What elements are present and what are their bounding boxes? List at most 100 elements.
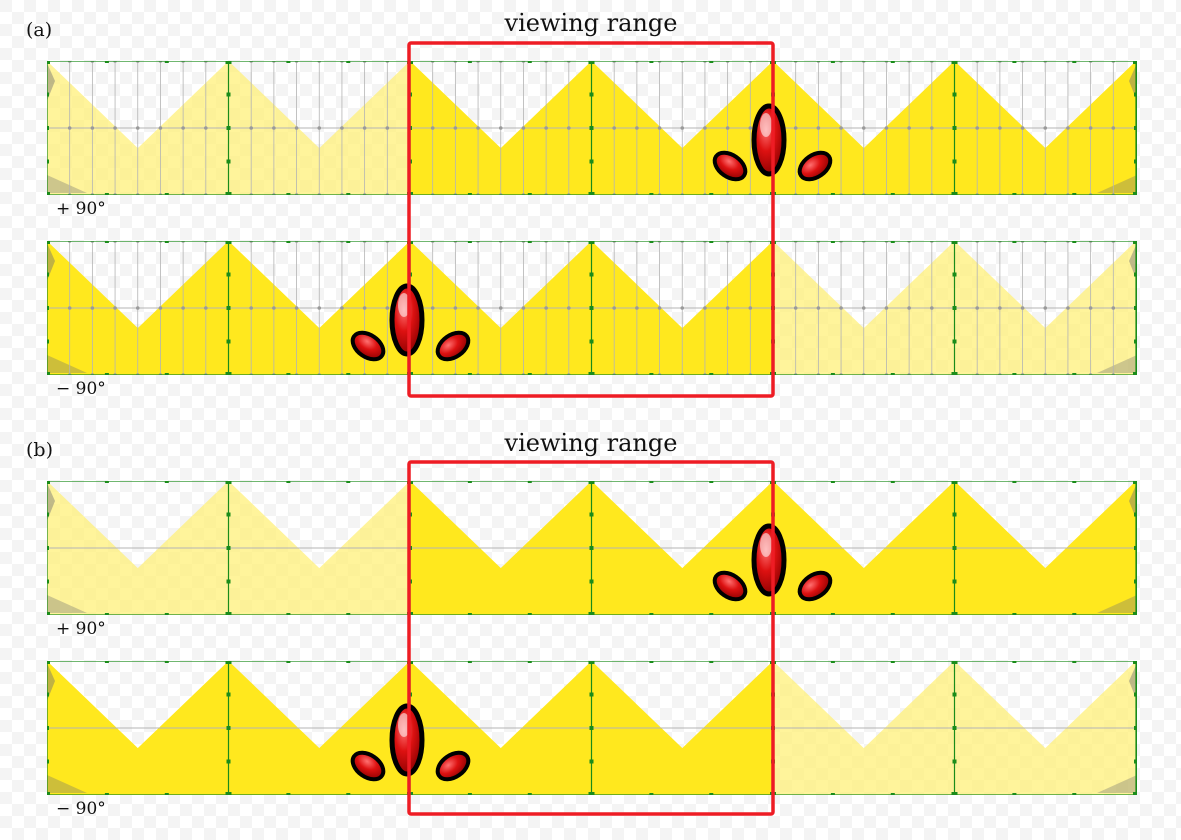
frame-node — [1135, 759, 1137, 764]
frame-node — [890, 661, 895, 663]
frame-node — [104, 241, 109, 243]
viewing-range-label: viewing range — [504, 429, 678, 457]
frame-node — [1134, 192, 1137, 195]
grid-node — [884, 126, 889, 130]
grid-node — [907, 126, 911, 130]
frame-node — [164, 481, 169, 483]
grid-node — [113, 306, 117, 310]
grid-node — [793, 126, 798, 130]
grid-node — [544, 306, 548, 310]
edge-shade — [47, 775, 87, 793]
frame-node — [588, 661, 595, 664]
grid-node — [453, 126, 458, 130]
frame-node — [890, 61, 895, 63]
panel-b: (b) viewing range + 90° − 90° — [26, 429, 1137, 819]
frame-node — [286, 481, 291, 483]
frame-node — [1135, 546, 1137, 550]
grid-node — [1111, 126, 1116, 130]
grid-node — [1043, 306, 1048, 310]
grid-node — [340, 126, 344, 130]
frame-node — [951, 481, 958, 484]
edge-shade — [47, 243, 55, 281]
frame-node — [286, 793, 291, 795]
frame-node — [164, 793, 169, 795]
frame-node — [47, 792, 50, 795]
viewing-range-label: viewing range — [504, 9, 678, 37]
grid-node — [567, 126, 571, 130]
droplet-small-right — [435, 750, 471, 782]
grid-node — [544, 126, 548, 130]
frame-node — [467, 193, 472, 195]
frame-node — [226, 339, 231, 344]
frame-node — [164, 193, 169, 195]
grid-node — [1088, 306, 1093, 310]
grid-node — [385, 306, 390, 310]
grid-node — [340, 306, 344, 310]
grid-node — [612, 126, 616, 130]
frame-node — [952, 159, 957, 164]
frame-node — [47, 692, 49, 697]
grid-node — [839, 126, 843, 130]
frame-node — [47, 192, 50, 195]
grid-node — [249, 126, 253, 130]
edge-shade — [1129, 483, 1137, 521]
frame-node — [649, 61, 654, 63]
grid-node — [113, 126, 117, 130]
frame-node — [1072, 373, 1077, 375]
frame-node — [1012, 193, 1017, 195]
grid-node — [1043, 126, 1048, 130]
frame-node — [527, 241, 532, 243]
frame-node — [951, 241, 958, 244]
grid-node — [521, 306, 526, 310]
grid-node — [816, 126, 821, 130]
grid-node — [294, 306, 299, 310]
frame-node — [588, 61, 595, 64]
grid-node — [1020, 306, 1025, 310]
frame-node — [1135, 726, 1137, 730]
frame-node — [225, 792, 232, 795]
grid-node — [1088, 126, 1093, 130]
edge-shade — [47, 483, 55, 521]
frame-node — [952, 126, 957, 130]
grid-node — [703, 306, 707, 310]
frame-node — [1072, 241, 1077, 243]
frame-node — [588, 372, 595, 375]
grid-node — [158, 306, 163, 310]
grid-node — [181, 306, 185, 310]
frame-node — [952, 272, 957, 277]
frame-node — [47, 159, 49, 164]
frame-node — [286, 241, 291, 243]
grid-node — [158, 126, 163, 130]
frame-node — [1012, 661, 1017, 663]
grid-node — [317, 126, 322, 130]
angle-label: + 90° — [56, 199, 106, 219]
frame-node — [589, 92, 594, 97]
frame-node — [1012, 793, 1017, 795]
frame-node — [890, 193, 895, 195]
frame-node — [346, 241, 351, 243]
grid-node — [1111, 306, 1116, 310]
frame-node — [346, 61, 351, 63]
panel-label: (b) — [26, 439, 53, 461]
frame-node — [225, 481, 232, 484]
grid-node — [430, 126, 435, 130]
frame-node — [47, 241, 50, 244]
frame-node — [1135, 306, 1137, 310]
frame-node — [226, 726, 231, 730]
frame-node — [104, 481, 109, 483]
droplet-highlight — [398, 293, 410, 317]
grid-node — [567, 306, 571, 310]
frame-node — [649, 193, 654, 195]
grid-node — [975, 306, 979, 310]
frame-node — [47, 661, 50, 664]
frame-node — [47, 126, 49, 130]
frame-node — [226, 159, 231, 164]
frame-node — [346, 373, 351, 375]
frame-node — [527, 661, 532, 663]
frame-node — [346, 793, 351, 795]
grid-node — [362, 126, 367, 130]
frame-node — [104, 193, 109, 195]
frame-node — [1134, 61, 1137, 64]
frame-node — [226, 546, 231, 550]
frame-node — [346, 193, 351, 195]
